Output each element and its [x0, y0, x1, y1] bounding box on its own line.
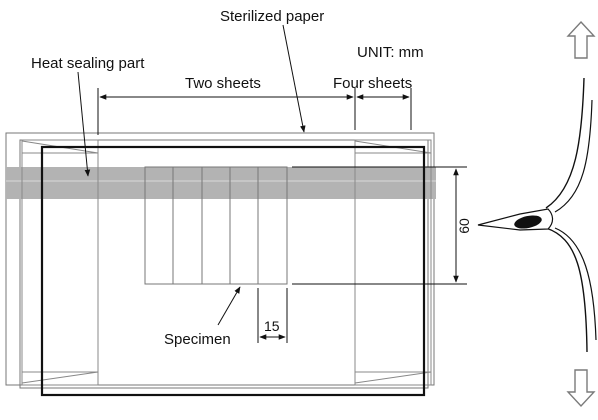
right-overlap — [354, 139, 432, 386]
peeled-strip-edge-lower — [545, 227, 588, 353]
four-sheets-label: Four sheets — [333, 75, 412, 92]
left-fold-bottom — [21, 371, 99, 384]
seal-blob — [514, 215, 542, 229]
up-arrow-icon — [566, 20, 596, 59]
left-overlap — [21, 139, 99, 386]
sterilized-paper-leader — [282, 24, 306, 133]
dimension-15 — [257, 288, 288, 343]
sterilized-paper-label: Sterilized paper — [220, 8, 324, 25]
two-sheets-label: Two sheets — [185, 75, 261, 92]
sterilized-paper-sheet — [40, 145, 426, 397]
back-sheet-inner — [19, 139, 429, 389]
right-fold-bottom — [354, 371, 432, 384]
peeled-strip-inner-upper — [554, 99, 593, 213]
down-arrow-icon — [566, 369, 596, 408]
heat-sealing-leader — [77, 71, 91, 177]
dimension-60-label: 60 — [456, 218, 472, 234]
peeled-strip-inner-lower — [554, 227, 597, 341]
heat-sealing-part-label: Heat sealing part — [31, 55, 145, 72]
back-sheet-outer — [5, 132, 435, 386]
specimen-strips — [144, 166, 288, 285]
peeled-strip-upper — [548, 78, 598, 300]
specimen-leader — [217, 286, 241, 326]
heat-seal-band — [6, 167, 436, 199]
dimension-15-label: 15 — [264, 318, 280, 334]
right-fold-top — [354, 140, 432, 154]
dimension-60 — [292, 166, 467, 285]
peeled-strip-edge-upper — [545, 77, 585, 209]
specimen-peel-illustration — [477, 77, 598, 353]
back-paper-sheets — [5, 132, 435, 389]
specimen-label: Specimen — [164, 331, 231, 348]
unit-label: UNIT: mm — [357, 44, 424, 61]
left-fold-top — [21, 140, 99, 154]
sheet-count-dimension — [97, 88, 412, 135]
side-overlap-zones — [21, 139, 432, 386]
specimen-group — [144, 166, 288, 285]
leader-lines — [77, 24, 306, 326]
